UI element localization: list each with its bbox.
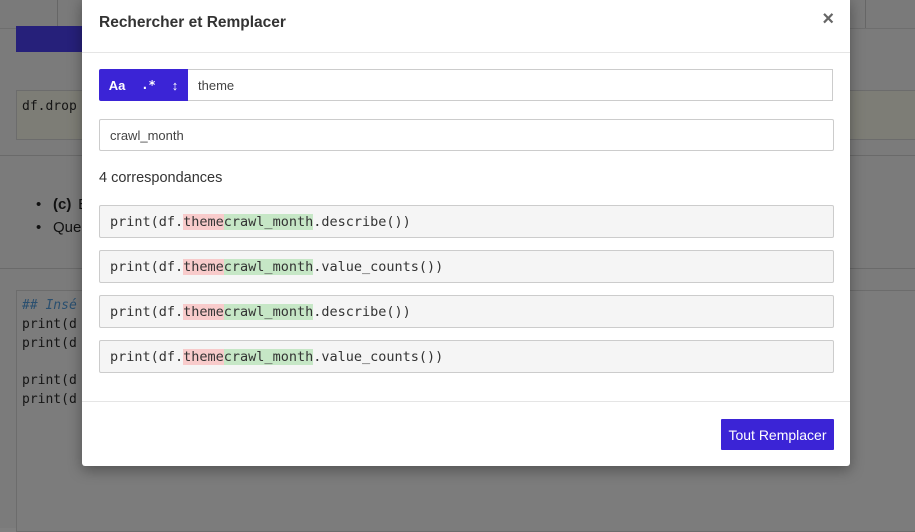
code-line: df.drop: [22, 99, 77, 114]
match-prefix: print(df.: [110, 213, 184, 230]
bullet-1: •: [36, 196, 42, 213]
regex-toggle[interactable]: .*: [141, 78, 156, 92]
code-line: print(d: [22, 336, 77, 351]
match-old-text: theme: [183, 303, 224, 320]
find-replace-dialog: Rechercher et Remplacer × Aa .* ↕ 4 corr…: [82, 0, 850, 466]
replace-input[interactable]: [99, 119, 834, 151]
code-line: print(d: [22, 317, 77, 332]
match-suffix: .value_counts()): [313, 348, 444, 365]
selection-scope-toggle[interactable]: ↕: [171, 77, 179, 93]
toolbar-separator: [865, 0, 866, 28]
match-suffix: .describe()): [313, 303, 411, 320]
match-prefix: print(df.: [110, 303, 184, 320]
search-options: Aa .* ↕: [99, 69, 188, 101]
match-old-text: theme: [183, 258, 224, 275]
match-prefix: print(df.: [110, 258, 184, 275]
bullet-2: •: [36, 219, 42, 236]
match-count: 4 correspondances: [99, 170, 223, 186]
dialog-title: Rechercher et Remplacer: [99, 14, 286, 31]
match-new-text: crawl_month: [223, 213, 314, 230]
match-new-text: crawl_month: [223, 348, 314, 365]
toolbar-separator: [57, 0, 58, 28]
match-new-text: crawl_month: [223, 303, 314, 320]
match-new-text: crawl_month: [223, 258, 314, 275]
dialog-footer: Tout Remplacer: [82, 401, 850, 467]
dialog-header: Rechercher et Remplacer ×: [82, 0, 850, 53]
find-input[interactable]: [188, 69, 833, 101]
match-suffix: .value_counts()): [313, 258, 444, 275]
notebook-run-button: [16, 26, 86, 52]
close-icon[interactable]: ×: [822, 8, 834, 30]
bullet-1-bold: (c): [53, 196, 72, 213]
match-old-text: theme: [183, 213, 224, 230]
replace-all-button[interactable]: Tout Remplacer: [721, 419, 834, 450]
find-row: Aa .* ↕: [99, 69, 833, 101]
match-prefix: print(df.: [110, 348, 184, 365]
code-line: print(d: [22, 392, 77, 407]
case-sensitive-toggle[interactable]: Aa: [108, 77, 126, 93]
bullet-2-text: Que: [53, 219, 82, 236]
match-old-text: theme: [183, 348, 224, 365]
code-line: print(d: [22, 373, 77, 388]
code-line: ## Insé: [22, 298, 77, 313]
match-suffix: .describe()): [313, 213, 411, 230]
